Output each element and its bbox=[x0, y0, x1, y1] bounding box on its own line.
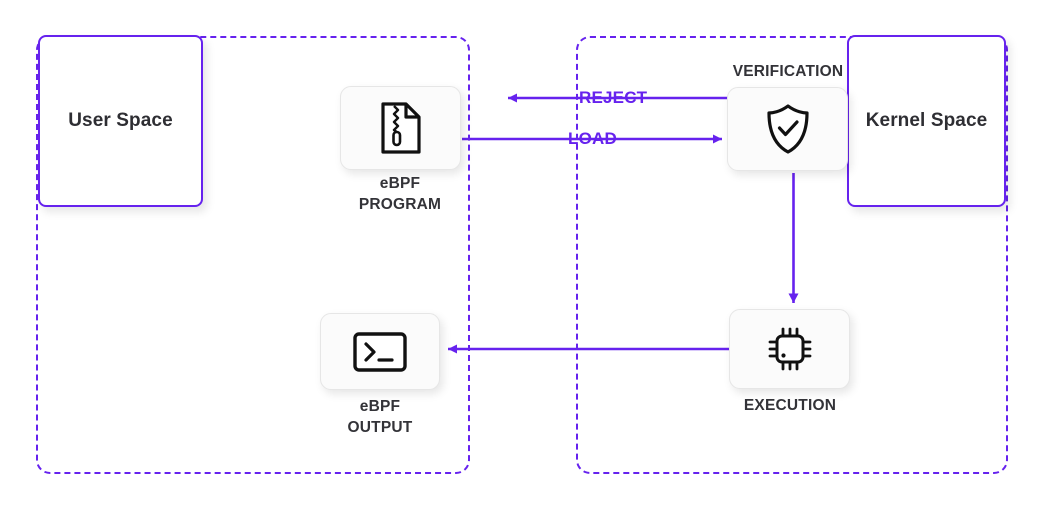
verification-caption: VERIFICATION bbox=[732, 63, 844, 80]
user-space-region bbox=[36, 36, 470, 474]
execution-caption: EXECUTION bbox=[743, 397, 837, 414]
user-space-box[interactable]: User Space bbox=[38, 35, 203, 207]
kernel-space-region bbox=[576, 36, 1008, 474]
ebpf-program-card[interactable] bbox=[340, 86, 461, 170]
cpu-chip-icon bbox=[768, 327, 811, 371]
kernel-space-box[interactable]: Kernel Space bbox=[847, 35, 1006, 207]
ebpf-program-caption: eBPF PROGRAM bbox=[358, 175, 442, 213]
terminal-prompt-icon bbox=[353, 331, 407, 372]
ebpf-output-card[interactable] bbox=[320, 313, 440, 390]
shield-check-icon bbox=[766, 104, 809, 154]
edge-label-load: LOAD bbox=[568, 129, 617, 148]
ebpf-output-caption: eBPF OUTPUT bbox=[347, 398, 413, 436]
document-zipper-icon bbox=[380, 102, 421, 154]
verification-card[interactable] bbox=[727, 87, 848, 171]
edge-label-reject: REJECT bbox=[579, 88, 648, 107]
execution-card[interactable] bbox=[729, 309, 850, 389]
user-space-label: User Space bbox=[68, 110, 173, 131]
kernel-space-label: Kernel Space bbox=[865, 110, 988, 131]
